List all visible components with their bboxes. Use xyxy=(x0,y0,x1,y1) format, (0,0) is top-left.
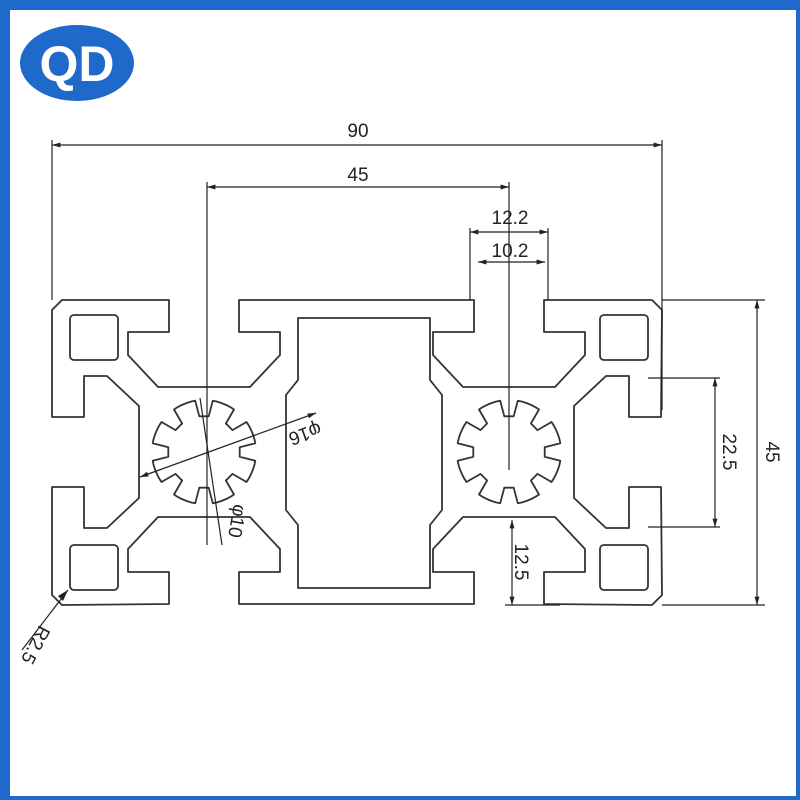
star-bore xyxy=(151,399,257,505)
logo-text: QD xyxy=(40,36,115,92)
dim-12-2-label: 12.2 xyxy=(492,208,529,229)
dim-10-2-label: 10.2 xyxy=(492,241,529,262)
dim-r2-5-label: R2.5 xyxy=(16,622,53,667)
corner-cavity xyxy=(599,314,649,361)
dim-90-label: 90 xyxy=(347,121,368,142)
dim-phi16-line xyxy=(139,412,317,478)
dim-12-5-label: 12.5 xyxy=(510,544,531,581)
dim-phi10-label: φ10 xyxy=(223,503,249,540)
corner-cavity xyxy=(69,544,119,591)
dim-22-5-label: 22.5 xyxy=(718,434,739,471)
logo-ellipse xyxy=(20,25,134,101)
center-hollow xyxy=(285,317,443,589)
dimension-lines xyxy=(21,140,765,651)
dim-45-vertical-label: 45 xyxy=(761,441,782,462)
logo: QD xyxy=(20,25,134,101)
star-bore xyxy=(456,399,562,505)
dim-phi10-line xyxy=(199,397,223,546)
dim-45-label: 45 xyxy=(347,165,368,186)
dim-r2-5-arrow xyxy=(58,590,68,601)
corner-cavity xyxy=(599,544,649,591)
aluminium-profile xyxy=(51,299,663,606)
dim-r2-5-leader xyxy=(21,589,69,651)
corner-cavity xyxy=(69,314,119,361)
profile-outline xyxy=(51,299,663,606)
